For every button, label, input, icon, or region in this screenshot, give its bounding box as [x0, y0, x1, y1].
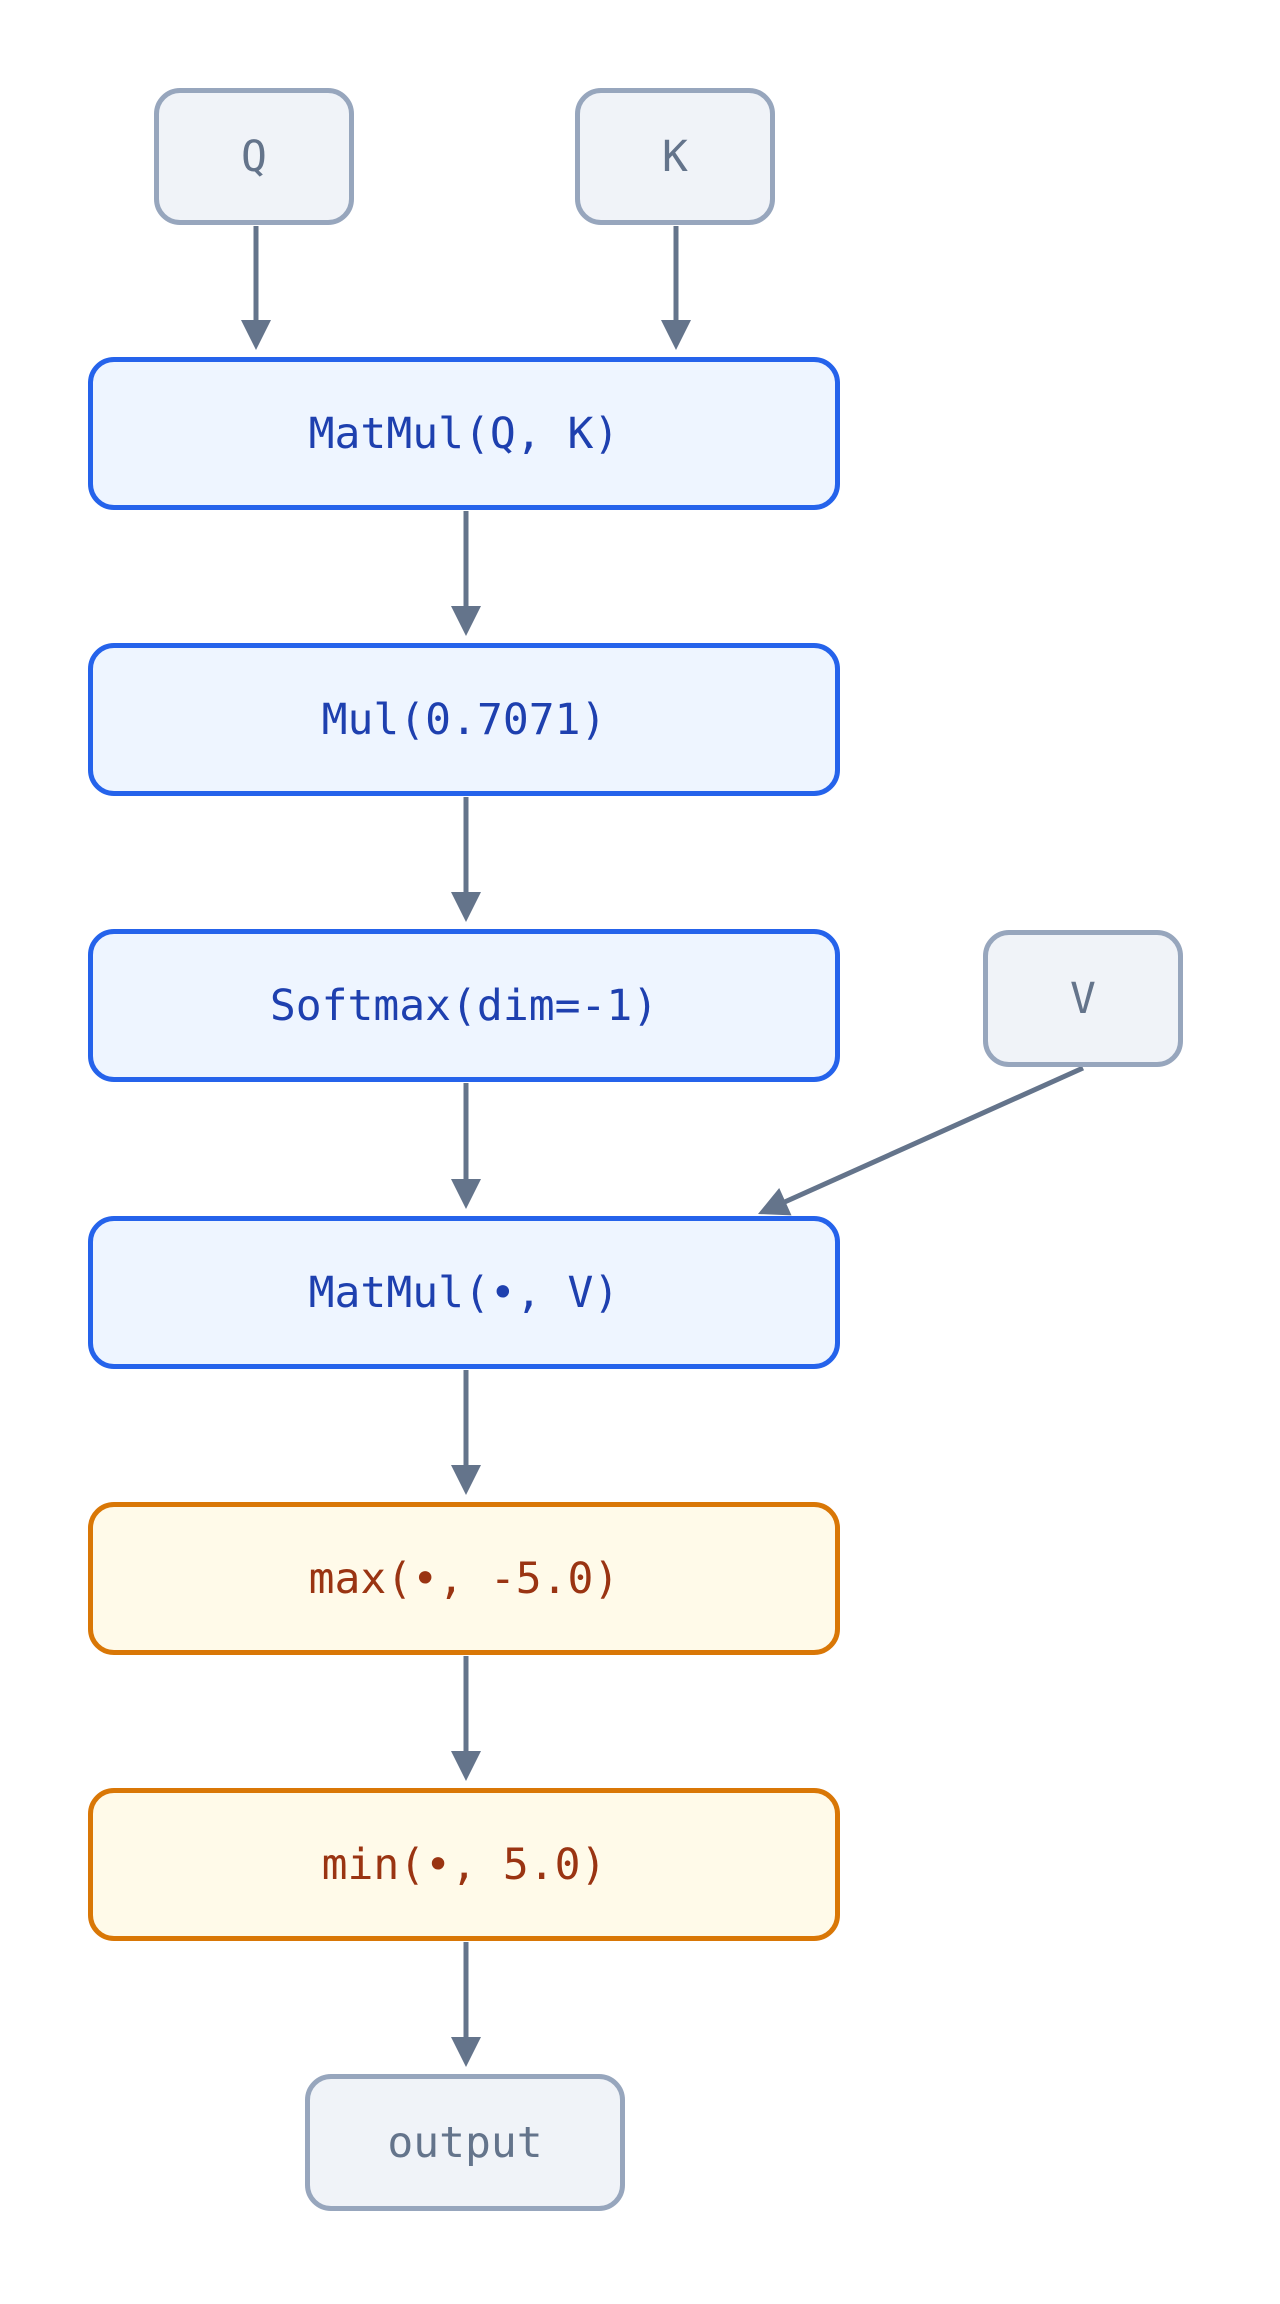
node-matmul-v-label: MatMul(•, V) [308, 1267, 620, 1318]
edge-q-to-matmul-qk [241, 226, 271, 350]
node-clamp-min: min(•, 5.0) [88, 1788, 840, 1941]
node-input-q: Q [154, 88, 354, 225]
edge-k-to-matmul-qk [661, 226, 691, 350]
node-clamp-max-label: max(•, -5.0) [308, 1553, 620, 1604]
node-input-q-label: Q [241, 131, 267, 182]
node-matmul-v: MatMul(•, V) [88, 1216, 840, 1369]
arrowhead-icon [451, 1751, 481, 1781]
edge-line [782, 1065, 1085, 1205]
edge-mul-scale-to-softmax [451, 797, 481, 922]
arrowhead-icon [451, 1179, 481, 1209]
node-output: output [305, 2074, 625, 2211]
node-softmax-label: Softmax(dim=-1) [269, 980, 659, 1031]
edge-clamp-max-to-clamp-min [451, 1656, 481, 1781]
arrowhead-icon [451, 606, 481, 636]
node-softmax: Softmax(dim=-1) [88, 929, 840, 1082]
arrowhead-icon [758, 1188, 792, 1216]
node-input-k: K [575, 88, 775, 225]
node-matmul-qk-label: MatMul(Q, K) [308, 408, 620, 459]
node-mul-scale-label: Mul(0.7071) [321, 694, 607, 745]
edge-clamp-min-to-output [451, 1942, 481, 2067]
edge-softmax-to-matmul-v [451, 1083, 481, 1209]
node-matmul-qk: MatMul(Q, K) [88, 357, 840, 510]
edge-matmul-v-to-clamp-max [451, 1370, 481, 1495]
arrowhead-icon [451, 1465, 481, 1495]
edge-matmul-qk-to-mul-scale [451, 511, 481, 636]
arrowhead-icon [661, 320, 691, 350]
node-clamp-max: max(•, -5.0) [88, 1502, 840, 1655]
node-input-v-label: V [1070, 973, 1096, 1024]
node-output-label: output [387, 2117, 543, 2168]
arrowhead-icon [241, 320, 271, 350]
node-input-v: V [983, 930, 1183, 1067]
node-clamp-min-label: min(•, 5.0) [321, 1839, 607, 1890]
arrowhead-icon [451, 2037, 481, 2067]
node-mul-scale: Mul(0.7071) [88, 643, 840, 796]
arrowhead-icon [451, 892, 481, 922]
edge-v-to-matmul-v [758, 1065, 1085, 1216]
node-input-k-label: K [662, 131, 688, 182]
